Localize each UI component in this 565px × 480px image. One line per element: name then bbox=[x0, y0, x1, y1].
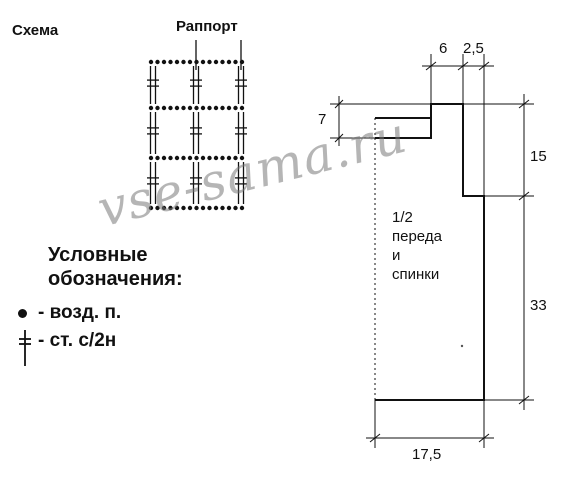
dim-side-length: 33 bbox=[530, 297, 547, 314]
chain-stitch-dot bbox=[226, 105, 232, 111]
chain-stitch-dot bbox=[213, 155, 219, 161]
pattern-label-line3: и bbox=[392, 247, 401, 264]
chain-stitch-dot bbox=[155, 105, 160, 111]
chain-stitch-dot bbox=[174, 155, 180, 161]
chain-stitch-dot bbox=[155, 59, 160, 65]
chain-stitch-dot bbox=[148, 155, 154, 161]
chain-stitch-dot bbox=[233, 105, 238, 111]
chain-stitch-dot bbox=[226, 205, 232, 211]
speck bbox=[460, 344, 464, 348]
pattern-outline bbox=[375, 103, 485, 401]
chain-stitch-dot bbox=[220, 205, 225, 211]
chain-stitch-dot bbox=[239, 155, 245, 161]
chain-stitch-dot bbox=[194, 155, 199, 161]
schema-title: Схема bbox=[12, 22, 59, 39]
chain-stitch-dot bbox=[239, 59, 245, 65]
chain-stitch-dot bbox=[174, 205, 180, 211]
pattern-label: 1/2 переда и спинки bbox=[392, 208, 442, 284]
right-dimensions bbox=[463, 94, 534, 410]
chain-stitch-dot bbox=[200, 205, 206, 211]
chain-stitch-dot bbox=[239, 205, 245, 211]
dim-neck-width: 6 bbox=[439, 40, 448, 57]
chain-stitch-dot bbox=[155, 155, 160, 161]
rapport-bracket bbox=[195, 40, 242, 70]
chain-stitch-dot bbox=[148, 105, 154, 111]
chain-stitch-dot bbox=[148, 205, 154, 211]
chain-stitch-dot bbox=[187, 59, 193, 65]
chain-stitch-dot bbox=[161, 105, 167, 111]
chain-stitch-dot bbox=[207, 59, 212, 65]
chain-stitch-dot bbox=[194, 205, 199, 211]
chain-stitch-dot bbox=[187, 205, 193, 211]
chain-stitch-dot bbox=[207, 105, 212, 111]
chain-stitch-dot bbox=[207, 155, 212, 161]
pattern-label-line2: переда bbox=[392, 228, 442, 245]
dim-shoulder-width: 2,5 bbox=[463, 40, 484, 57]
chain-stitch-dot bbox=[187, 155, 193, 161]
chain-stitch-dot bbox=[220, 59, 225, 65]
legend-title-line1: Условные bbox=[48, 244, 148, 266]
chain-stitch-dot bbox=[220, 155, 225, 161]
chain-stitch-dot bbox=[200, 105, 206, 111]
legend-item-text: - возд. п. bbox=[38, 302, 122, 323]
chain-stitch-dot bbox=[161, 205, 167, 211]
pattern-label-line4: спинки bbox=[392, 266, 440, 283]
chain-stitch-dot bbox=[220, 105, 225, 111]
chain-stitch-dot bbox=[174, 59, 180, 65]
chain-stitch-dot bbox=[148, 59, 154, 65]
chain-stitch-dot bbox=[161, 155, 167, 161]
chain-stitch-dot bbox=[194, 105, 199, 111]
dim-bottom-width: 17,5 bbox=[412, 446, 442, 463]
legend-item-dc: - ст. с/2н bbox=[14, 330, 117, 366]
chain-stitch-dot bbox=[168, 59, 173, 65]
chain-stitch-dot bbox=[233, 59, 238, 65]
chain-stitch-dot bbox=[181, 105, 186, 111]
dot-icon bbox=[14, 302, 38, 324]
legend-title-line2: обозначения: bbox=[48, 268, 183, 290]
chain-stitch-dot bbox=[213, 105, 219, 111]
bottom-dimension bbox=[366, 400, 494, 448]
neck-depth-dimension bbox=[330, 96, 431, 146]
dim-armhole-height: 15 bbox=[530, 148, 547, 165]
chain-stitch-dot bbox=[207, 205, 212, 211]
rapport-label: Раппорт bbox=[176, 18, 238, 35]
chain-stitch-dot bbox=[168, 205, 173, 211]
chain-stitch-dot bbox=[194, 59, 199, 65]
chain-stitch-dot bbox=[161, 59, 167, 65]
chain-stitch-dot bbox=[213, 59, 219, 65]
chain-stitch-dot bbox=[181, 59, 186, 65]
double-crochet-icon bbox=[14, 330, 38, 366]
chain-stitch-dot bbox=[168, 155, 173, 161]
chain-stitch-dot bbox=[181, 155, 186, 161]
chain-stitch-dot bbox=[226, 59, 232, 65]
chain-stitch-dot bbox=[200, 59, 206, 65]
chain-stitch-dot bbox=[174, 105, 180, 111]
dim-neck-depth: 7 bbox=[318, 111, 327, 128]
chain-stitch-dot bbox=[239, 105, 245, 111]
legend-title: Условные обозначения: bbox=[48, 243, 183, 291]
chain-stitch-dot bbox=[226, 155, 232, 161]
chain-stitch-dot bbox=[181, 205, 186, 211]
legend-item-text: - ст. с/2н bbox=[38, 330, 117, 351]
chart-grid bbox=[147, 59, 247, 211]
pattern-label-line1: 1/2 bbox=[392, 209, 413, 226]
chain-stitch-dot bbox=[200, 155, 206, 161]
chain-stitch-dot bbox=[233, 205, 238, 211]
chain-stitch-dot bbox=[213, 205, 219, 211]
chain-stitch-dot bbox=[168, 105, 173, 111]
chain-stitch-dot bbox=[155, 205, 160, 211]
legend-item-chain: - возд. п. bbox=[14, 302, 121, 324]
chain-stitch-dot bbox=[233, 155, 238, 161]
chain-stitch-dot bbox=[187, 105, 193, 111]
top-dimensions bbox=[422, 54, 494, 196]
